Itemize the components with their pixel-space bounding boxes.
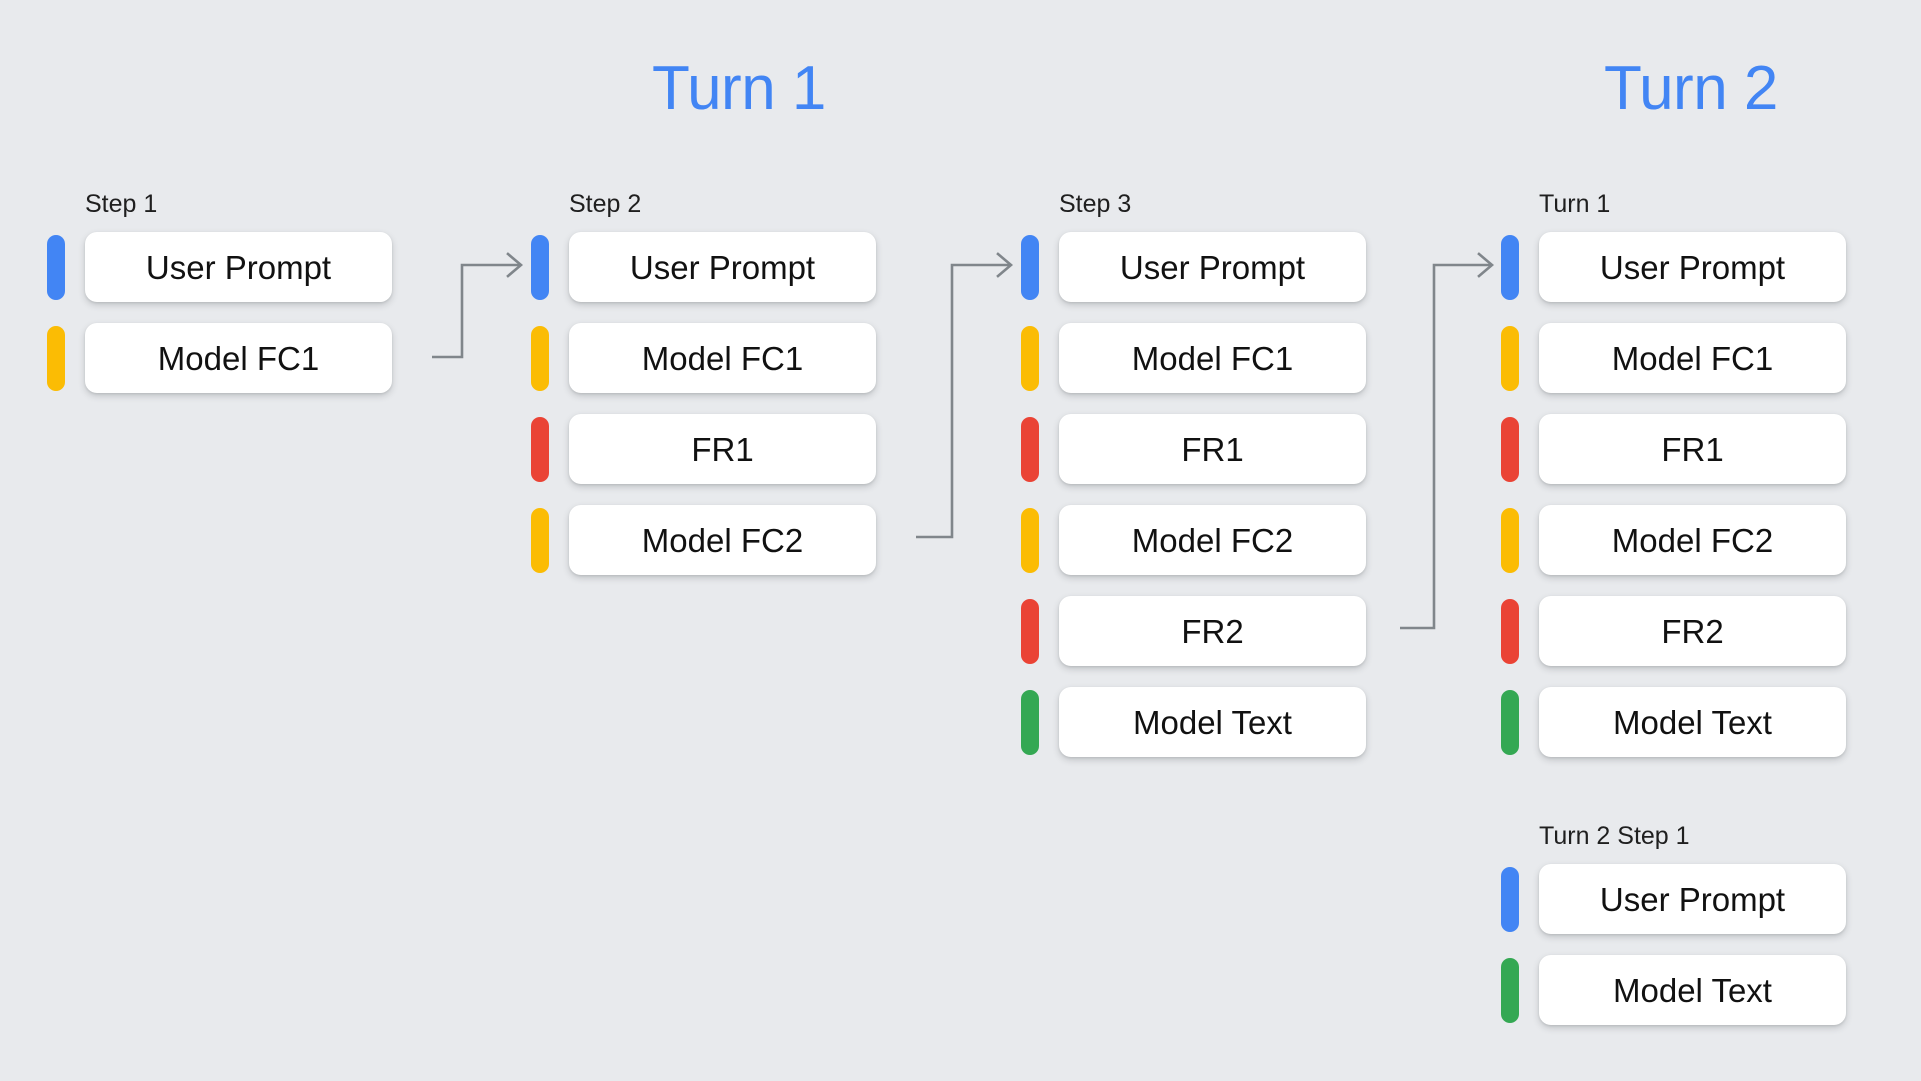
column-label-turn-1: Turn 1: [1539, 190, 1611, 218]
card-label: Model FC1: [1611, 339, 1774, 377]
card-label: User Prompt: [1119, 248, 1306, 286]
card-label: User Prompt: [629, 248, 816, 286]
type-bar-red: [1501, 599, 1519, 664]
type-bar-blue: [1501, 867, 1519, 932]
type-bar-yellow: [47, 326, 65, 391]
card-label: Model FC1: [641, 339, 804, 377]
card-user-prompt[interactable]: User Prompt: [85, 232, 392, 302]
card-model-fc1[interactable]: Model FC1: [569, 323, 876, 393]
column-label-step-1: Step 1: [85, 190, 158, 218]
card-label: FR2: [1181, 612, 1244, 650]
card-label: Model FC1: [1131, 339, 1294, 377]
card-label: User Prompt: [1599, 880, 1786, 918]
column-label-step-2: Step 2: [569, 190, 642, 218]
card-fr1[interactable]: FR1: [569, 414, 876, 484]
row-model-fc1[interactable]: Model FC1: [531, 323, 876, 393]
card-label: FR1: [691, 430, 754, 468]
connector-step3-to-turn1: [1400, 252, 1495, 630]
type-bar-yellow: [1021, 326, 1039, 391]
row-user-prompt[interactable]: User Prompt: [47, 232, 392, 302]
type-bar-green: [1021, 690, 1039, 755]
card-label: Model Text: [1613, 971, 1772, 1009]
card-fr1[interactable]: FR1: [1059, 414, 1366, 484]
type-bar-blue: [47, 235, 65, 300]
card-label: FR2: [1661, 612, 1724, 650]
row-model-text[interactable]: Model Text: [1501, 687, 1846, 757]
turn-1-heading: Turn 1: [652, 54, 826, 123]
row-fr2[interactable]: FR2: [1501, 596, 1846, 666]
card-model-fc2[interactable]: Model FC2: [1539, 505, 1846, 575]
type-bar-yellow: [1021, 508, 1039, 573]
card-label: FR1: [1181, 430, 1244, 468]
type-bar-yellow: [1501, 326, 1519, 391]
row-model-text[interactable]: Model Text: [1021, 687, 1366, 757]
type-bar-green: [1501, 958, 1519, 1023]
row-user-prompt[interactable]: User Prompt: [531, 232, 876, 302]
card-user-prompt[interactable]: User Prompt: [569, 232, 876, 302]
row-model-fc1[interactable]: Model FC1: [1501, 323, 1846, 393]
row-model-fc2[interactable]: Model FC2: [1021, 505, 1366, 575]
connector-step2-to-step3: [916, 252, 1014, 539]
turn-2-heading: Turn 2: [1604, 54, 1778, 123]
type-bar-red: [531, 417, 549, 482]
card-label: FR1: [1661, 430, 1724, 468]
card-label: Model FC1: [157, 339, 320, 377]
card-user-prompt[interactable]: User Prompt: [1539, 864, 1846, 934]
card-label: Model FC2: [1611, 521, 1774, 559]
row-model-fc1[interactable]: Model FC1: [47, 323, 392, 393]
connector-step1-to-step2: [432, 252, 524, 359]
card-user-prompt[interactable]: User Prompt: [1539, 232, 1846, 302]
card-fr2[interactable]: FR2: [1539, 596, 1846, 666]
card-label: Model FC2: [641, 521, 804, 559]
card-label: User Prompt: [1599, 248, 1786, 286]
card-label: Model Text: [1613, 703, 1772, 741]
row-user-prompt[interactable]: User Prompt: [1501, 864, 1846, 934]
row-model-fc2[interactable]: Model FC2: [531, 505, 876, 575]
type-bar-blue: [1021, 235, 1039, 300]
card-label: Model FC2: [1131, 521, 1294, 559]
type-bar-red: [1501, 417, 1519, 482]
card-model-fc1[interactable]: Model FC1: [1059, 323, 1366, 393]
column-label-step-3: Step 3: [1059, 190, 1132, 218]
type-bar-yellow: [1501, 508, 1519, 573]
card-model-text[interactable]: Model Text: [1539, 687, 1846, 757]
row-fr1[interactable]: FR1: [531, 414, 876, 484]
card-fr2[interactable]: FR2: [1059, 596, 1366, 666]
card-model-text[interactable]: Model Text: [1059, 687, 1366, 757]
row-user-prompt[interactable]: User Prompt: [1021, 232, 1366, 302]
row-fr2[interactable]: FR2: [1021, 596, 1366, 666]
type-bar-green: [1501, 690, 1519, 755]
row-fr1[interactable]: FR1: [1021, 414, 1366, 484]
row-model-fc1[interactable]: Model FC1: [1021, 323, 1366, 393]
row-fr1[interactable]: FR1: [1501, 414, 1846, 484]
type-bar-blue: [531, 235, 549, 300]
row-model-text[interactable]: Model Text: [1501, 955, 1846, 1025]
card-model-fc2[interactable]: Model FC2: [569, 505, 876, 575]
type-bar-yellow: [531, 508, 549, 573]
card-model-text[interactable]: Model Text: [1539, 955, 1846, 1025]
row-user-prompt[interactable]: User Prompt: [1501, 232, 1846, 302]
card-label: User Prompt: [145, 248, 332, 286]
type-bar-blue: [1501, 235, 1519, 300]
type-bar-red: [1021, 599, 1039, 664]
card-label: Model Text: [1133, 703, 1292, 741]
card-fr1[interactable]: FR1: [1539, 414, 1846, 484]
card-user-prompt[interactable]: User Prompt: [1059, 232, 1366, 302]
column-label-turn-2-step-1: Turn 2 Step 1: [1539, 822, 1690, 850]
card-model-fc2[interactable]: Model FC2: [1059, 505, 1366, 575]
card-model-fc1[interactable]: Model FC1: [1539, 323, 1846, 393]
row-model-fc2[interactable]: Model FC2: [1501, 505, 1846, 575]
card-model-fc1[interactable]: Model FC1: [85, 323, 392, 393]
type-bar-yellow: [531, 326, 549, 391]
type-bar-red: [1021, 417, 1039, 482]
